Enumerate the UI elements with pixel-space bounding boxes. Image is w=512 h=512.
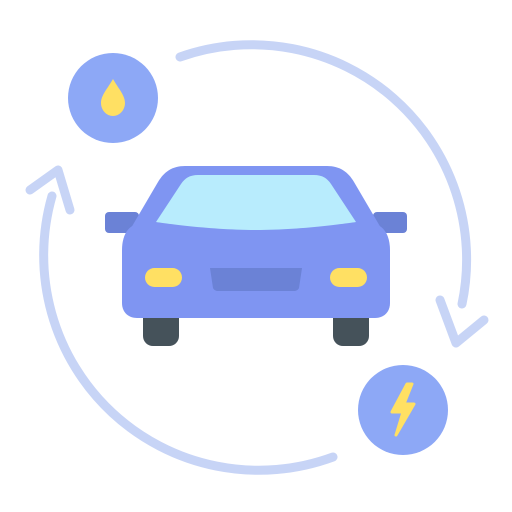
arrow-arc-top-right xyxy=(175,40,472,309)
grille xyxy=(210,268,302,291)
cycle-arrow-counter-icon xyxy=(25,165,338,475)
arrow-arc-bottom-left xyxy=(39,191,338,475)
right-headlight xyxy=(330,268,367,287)
electric-badge xyxy=(358,365,448,455)
left-headlight xyxy=(145,268,182,287)
fuel-badge xyxy=(68,53,158,143)
windshield xyxy=(156,175,356,230)
lightning-bolt-icon xyxy=(390,382,416,437)
arrow-head-right xyxy=(435,295,489,348)
arrow-head-left xyxy=(25,165,75,215)
fuel-drop-icon xyxy=(101,79,125,116)
cycle-arrow-clockwise-icon xyxy=(175,40,489,348)
car-icon xyxy=(105,166,407,346)
